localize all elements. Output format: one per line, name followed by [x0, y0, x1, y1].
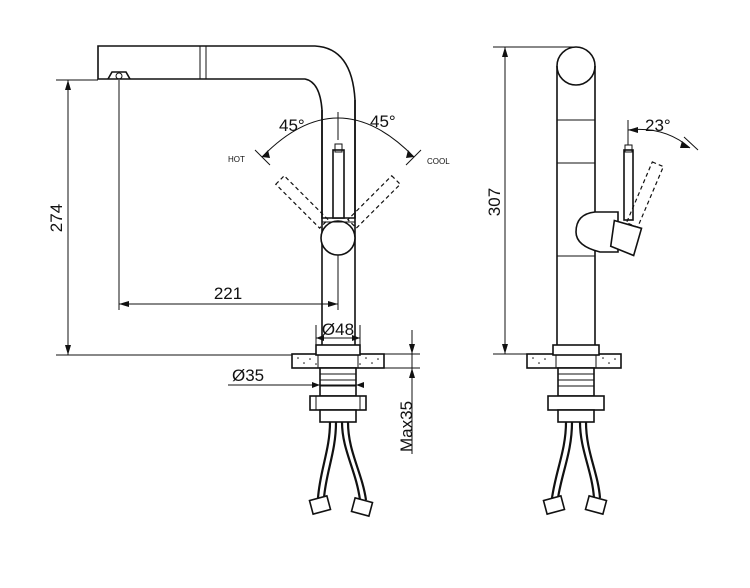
spout-head	[97, 45, 356, 219]
handle-center	[332, 149, 345, 219]
side-handle-hub	[575, 211, 619, 253]
angle-left-label: 45°	[279, 116, 305, 135]
handle-angle-label: 23°	[645, 116, 671, 135]
dimension-height-side: 307	[485, 188, 504, 216]
front-view: 274 221 45° 45° HOT COOL Ø48 Ø35 Max35	[47, 45, 450, 518]
angle-right-label: 45°	[370, 112, 396, 131]
base-ring	[315, 344, 361, 356]
dimension-base-diameter: Ø48	[322, 320, 354, 339]
hose-left	[316, 421, 332, 499]
threaded-shank	[319, 367, 357, 397]
handle-hub	[320, 220, 356, 256]
dimension-reach: 221	[214, 284, 242, 303]
hose-fitting-left	[308, 494, 332, 516]
dimension-max-thickness: Max35	[397, 401, 416, 452]
handle-hot-position	[274, 174, 329, 229]
cool-label: COOL	[427, 157, 450, 166]
side-handle	[623, 149, 634, 221]
side-view: 23° 307	[485, 46, 699, 516]
hose-right	[340, 421, 362, 501]
handle-cool-position	[347, 174, 402, 229]
hose-fitting-right	[350, 496, 374, 518]
dimension-hole-diameter: Ø35	[232, 366, 264, 385]
dimension-height-front: 274	[47, 204, 66, 232]
mounting-nut	[309, 395, 367, 411]
nozzle	[107, 71, 131, 80]
spout-top	[556, 46, 596, 86]
hot-label: HOT	[228, 155, 245, 164]
deck-plate	[291, 353, 385, 369]
